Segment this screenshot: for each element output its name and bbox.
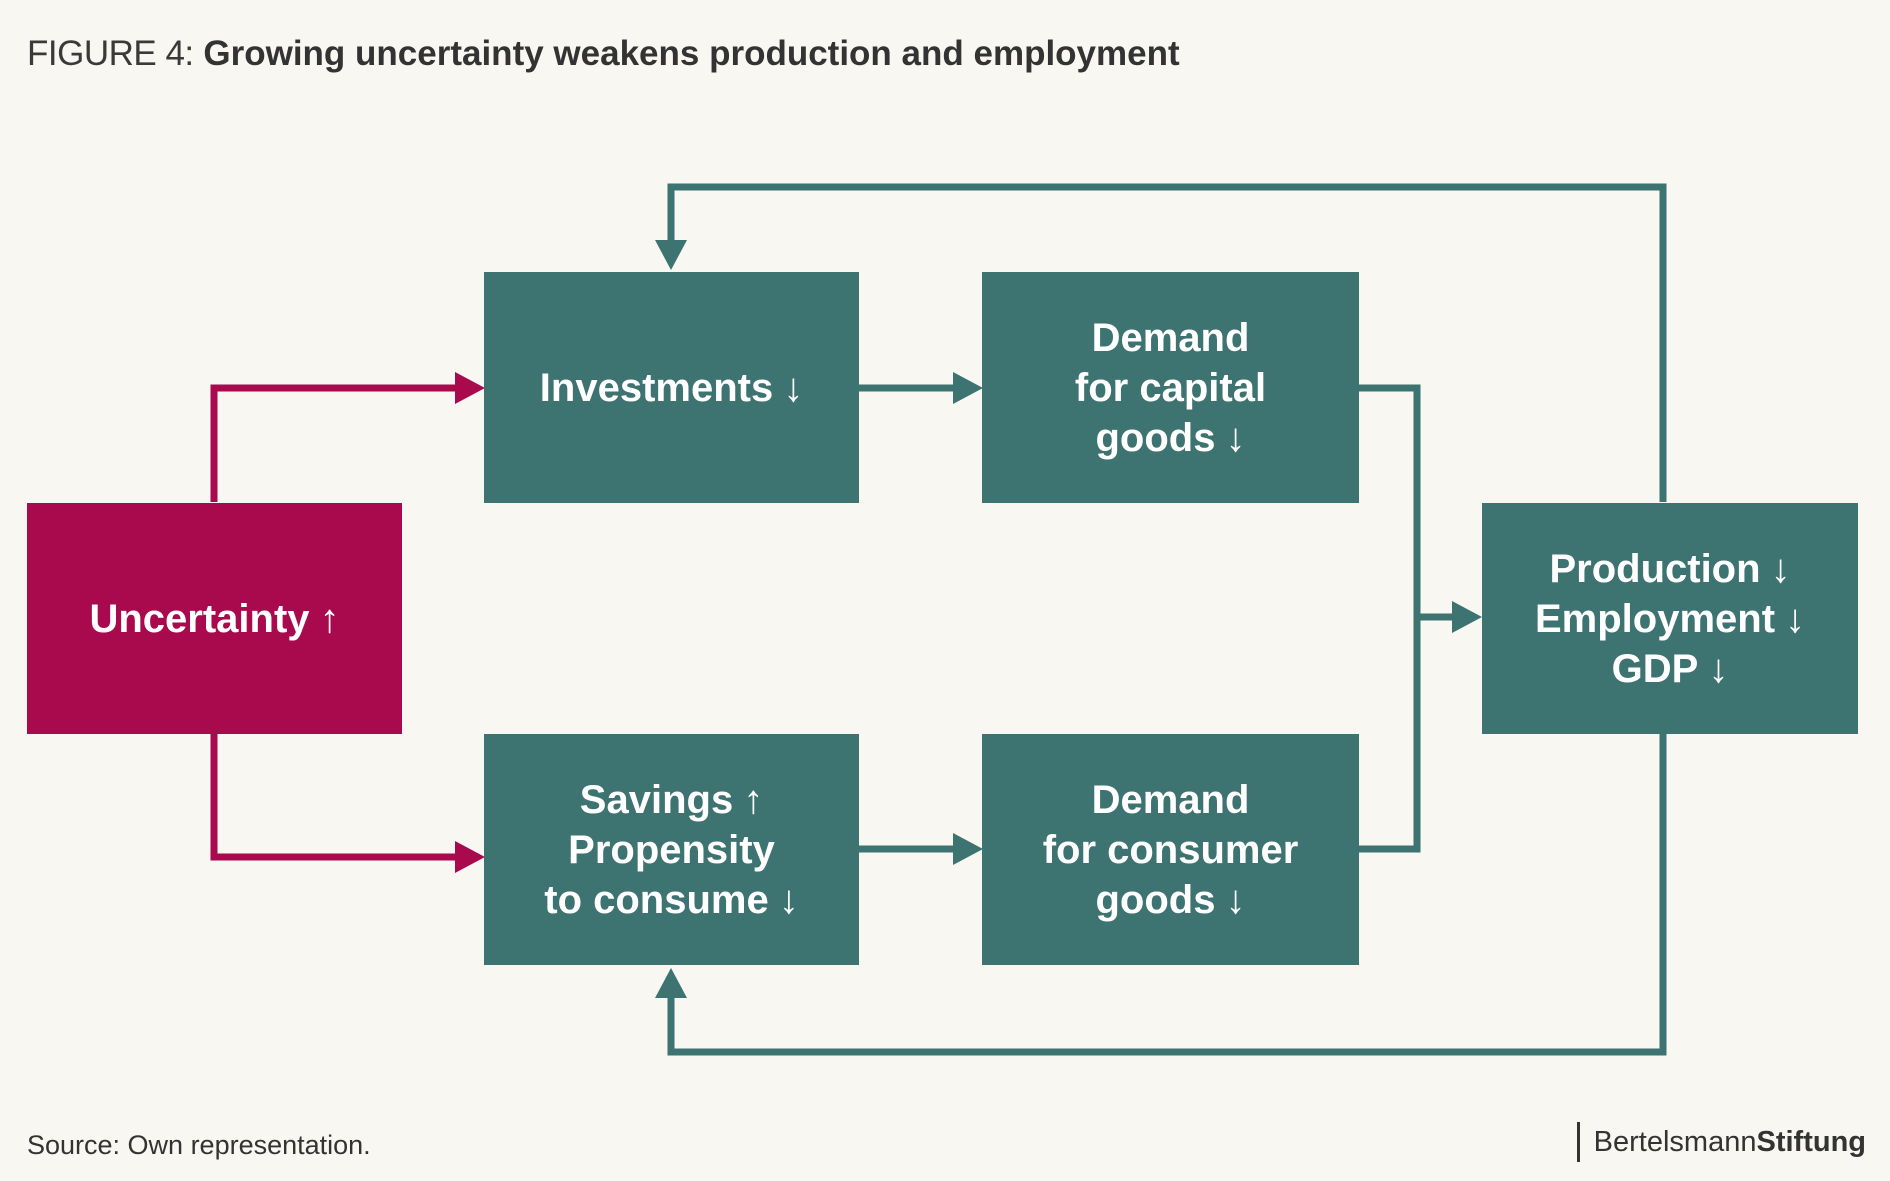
figure-title: FIGURE 4: Growing uncertainty weakens pr… (27, 30, 1180, 78)
capital-demand-line-1: Demand (1091, 315, 1250, 360)
consumer-demand-goods-label: goods (1095, 877, 1216, 922)
capital-goods-demand-box: Demand for capital goods↓ (982, 272, 1359, 503)
uncertainty-to-investments-connector (210, 372, 485, 502)
down-arrow-icon: ↓ (1785, 596, 1806, 641)
employment-label: Employment (1534, 596, 1776, 641)
consumer-demand-line-3: goods↓ (1096, 875, 1246, 925)
capital-demand-goods-label: goods (1095, 415, 1216, 460)
down-arrow-icon: ↓ (1770, 546, 1791, 591)
uncertainty-to-savings-connector (210, 734, 485, 873)
up-arrow-icon: ↑ (319, 596, 340, 641)
savings-to-consumer-demand-connector (859, 833, 983, 865)
demand-merge-connector (1359, 384, 1482, 853)
publisher-logo: BertelsmannStiftung (1576, 1122, 1866, 1162)
feedback-top-connector (655, 183, 1667, 502)
down-arrow-icon: ↓ (778, 877, 799, 922)
production-employment-gdp-box: Production↓ Employment↓ GDP↓ (1482, 503, 1858, 734)
investments-label: Investments (539, 365, 774, 410)
publisher-name-regular: Bertelsmann (1593, 1126, 1757, 1158)
gdp-label: GDP (1611, 646, 1699, 691)
production-line: Production↓ (1549, 544, 1790, 594)
consumer-goods-demand-box: Demand for consumer goods↓ (982, 734, 1359, 965)
up-arrow-icon: ↑ (743, 777, 764, 822)
source-note: Source: Own representation. (27, 1130, 371, 1160)
savings-box: Savings↑ Propensity to consume↓ (484, 734, 859, 965)
down-arrow-icon: ↓ (783, 365, 804, 410)
savings-line-3: to consume↓ (544, 875, 798, 925)
feedback-bottom-connector (655, 734, 1667, 1056)
figure-title-prefix: FIGURE 4: (27, 34, 194, 73)
savings-line-2: Propensity (568, 827, 775, 872)
consumer-demand-line-2: for consumer (1042, 827, 1299, 872)
savings-label: Savings (579, 777, 734, 822)
investments-to-capital-demand-connector (859, 372, 983, 404)
consumer-demand-line-1: Demand (1091, 777, 1250, 822)
investments-box: Investments↓ (484, 272, 859, 503)
capital-demand-line-2: for capital (1074, 365, 1267, 410)
figure-title-main: Growing uncertainty weakens production a… (203, 34, 1180, 73)
to-consume-label: to consume (544, 877, 769, 922)
gdp-line: GDP↓ (1612, 644, 1729, 694)
publisher-name-bold: Stiftung (1756, 1126, 1866, 1158)
employment-line: Employment↓ (1535, 594, 1805, 644)
uncertainty-box: Uncertainty↑ (27, 503, 402, 734)
capital-demand-line-3: goods↓ (1096, 413, 1246, 463)
savings-line-1: Savings↑ (580, 775, 763, 825)
investments-line: Investments↓ (540, 363, 803, 413)
down-arrow-icon: ↓ (1225, 415, 1246, 460)
uncertainty-label: Uncertainty (89, 596, 310, 641)
production-label: Production (1549, 546, 1761, 591)
down-arrow-icon: ↓ (1708, 646, 1729, 691)
down-arrow-icon: ↓ (1225, 877, 1246, 922)
uncertainty-line: Uncertainty↑ (89, 594, 339, 644)
